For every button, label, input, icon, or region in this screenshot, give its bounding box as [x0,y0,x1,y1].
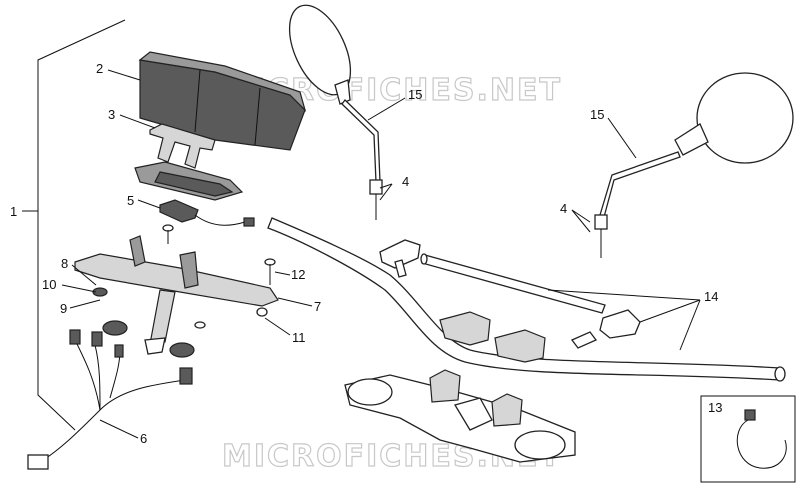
callout-1: 1 [10,204,17,219]
callout-15-left: 15 [408,87,422,102]
base-plate [74,235,279,355]
callout-3: 3 [108,107,115,122]
callout-10: 10 [42,277,56,292]
callout-2: 2 [96,61,103,76]
callout-labels: 1 2 3 5 8 10 9 12 7 11 6 15 4 15 4 14 13 [10,61,722,446]
instrument-cluster [138,51,307,151]
wiring-harness [27,329,193,470]
callout-11: 11 [292,330,306,345]
left-mirror [288,4,383,220]
callout-4-left: 4 [402,174,409,189]
callout-9: 9 [60,301,67,316]
callout-15-right: 15 [590,107,604,122]
callout-6: 6 [140,431,147,446]
triple-clamp [344,369,576,463]
bolt-12 [264,258,276,285]
handlebar-clamps [379,239,641,363]
handlebar [267,217,786,382]
callout-14: 14 [704,289,718,304]
callout-4-right: 4 [560,201,567,216]
screw-top [162,224,174,244]
switch-component [159,199,255,227]
balance-rod [420,253,606,314]
rubber-grommets [92,287,268,358]
callout-5: 5 [127,193,134,208]
callout-8: 8 [61,256,68,271]
cluster-bracket [149,123,216,169]
leader-lines [61,69,701,439]
inset-cable-tie [700,395,796,483]
right-mirror [594,72,794,258]
callout-7: 7 [314,299,321,314]
assembly-bracket [22,19,126,431]
lower-cover [134,161,244,201]
callout-13: 13 [708,400,722,415]
callout-12: 12 [291,267,305,282]
